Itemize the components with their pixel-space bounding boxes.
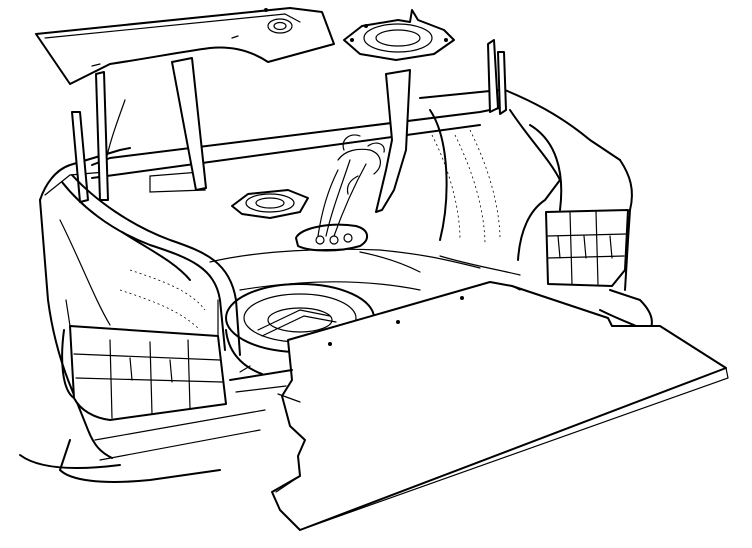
rear-bumper	[229, 365, 293, 393]
tail-light-left	[61, 299, 227, 421]
trunk-liner-right	[429, 109, 563, 261]
removal-guide-lines	[71, 39, 507, 213]
trunk-floor-panel	[271, 281, 729, 531]
tail-light-right	[545, 209, 629, 287]
trunk-liner-left	[61, 174, 241, 356]
speaker-left	[231, 189, 309, 219]
fuel-pump-access-cover	[295, 134, 385, 252]
trunk-floor-outline	[209, 248, 521, 291]
speaker-cover-right	[343, 9, 455, 61]
rear-shelf-panel	[35, 7, 335, 85]
